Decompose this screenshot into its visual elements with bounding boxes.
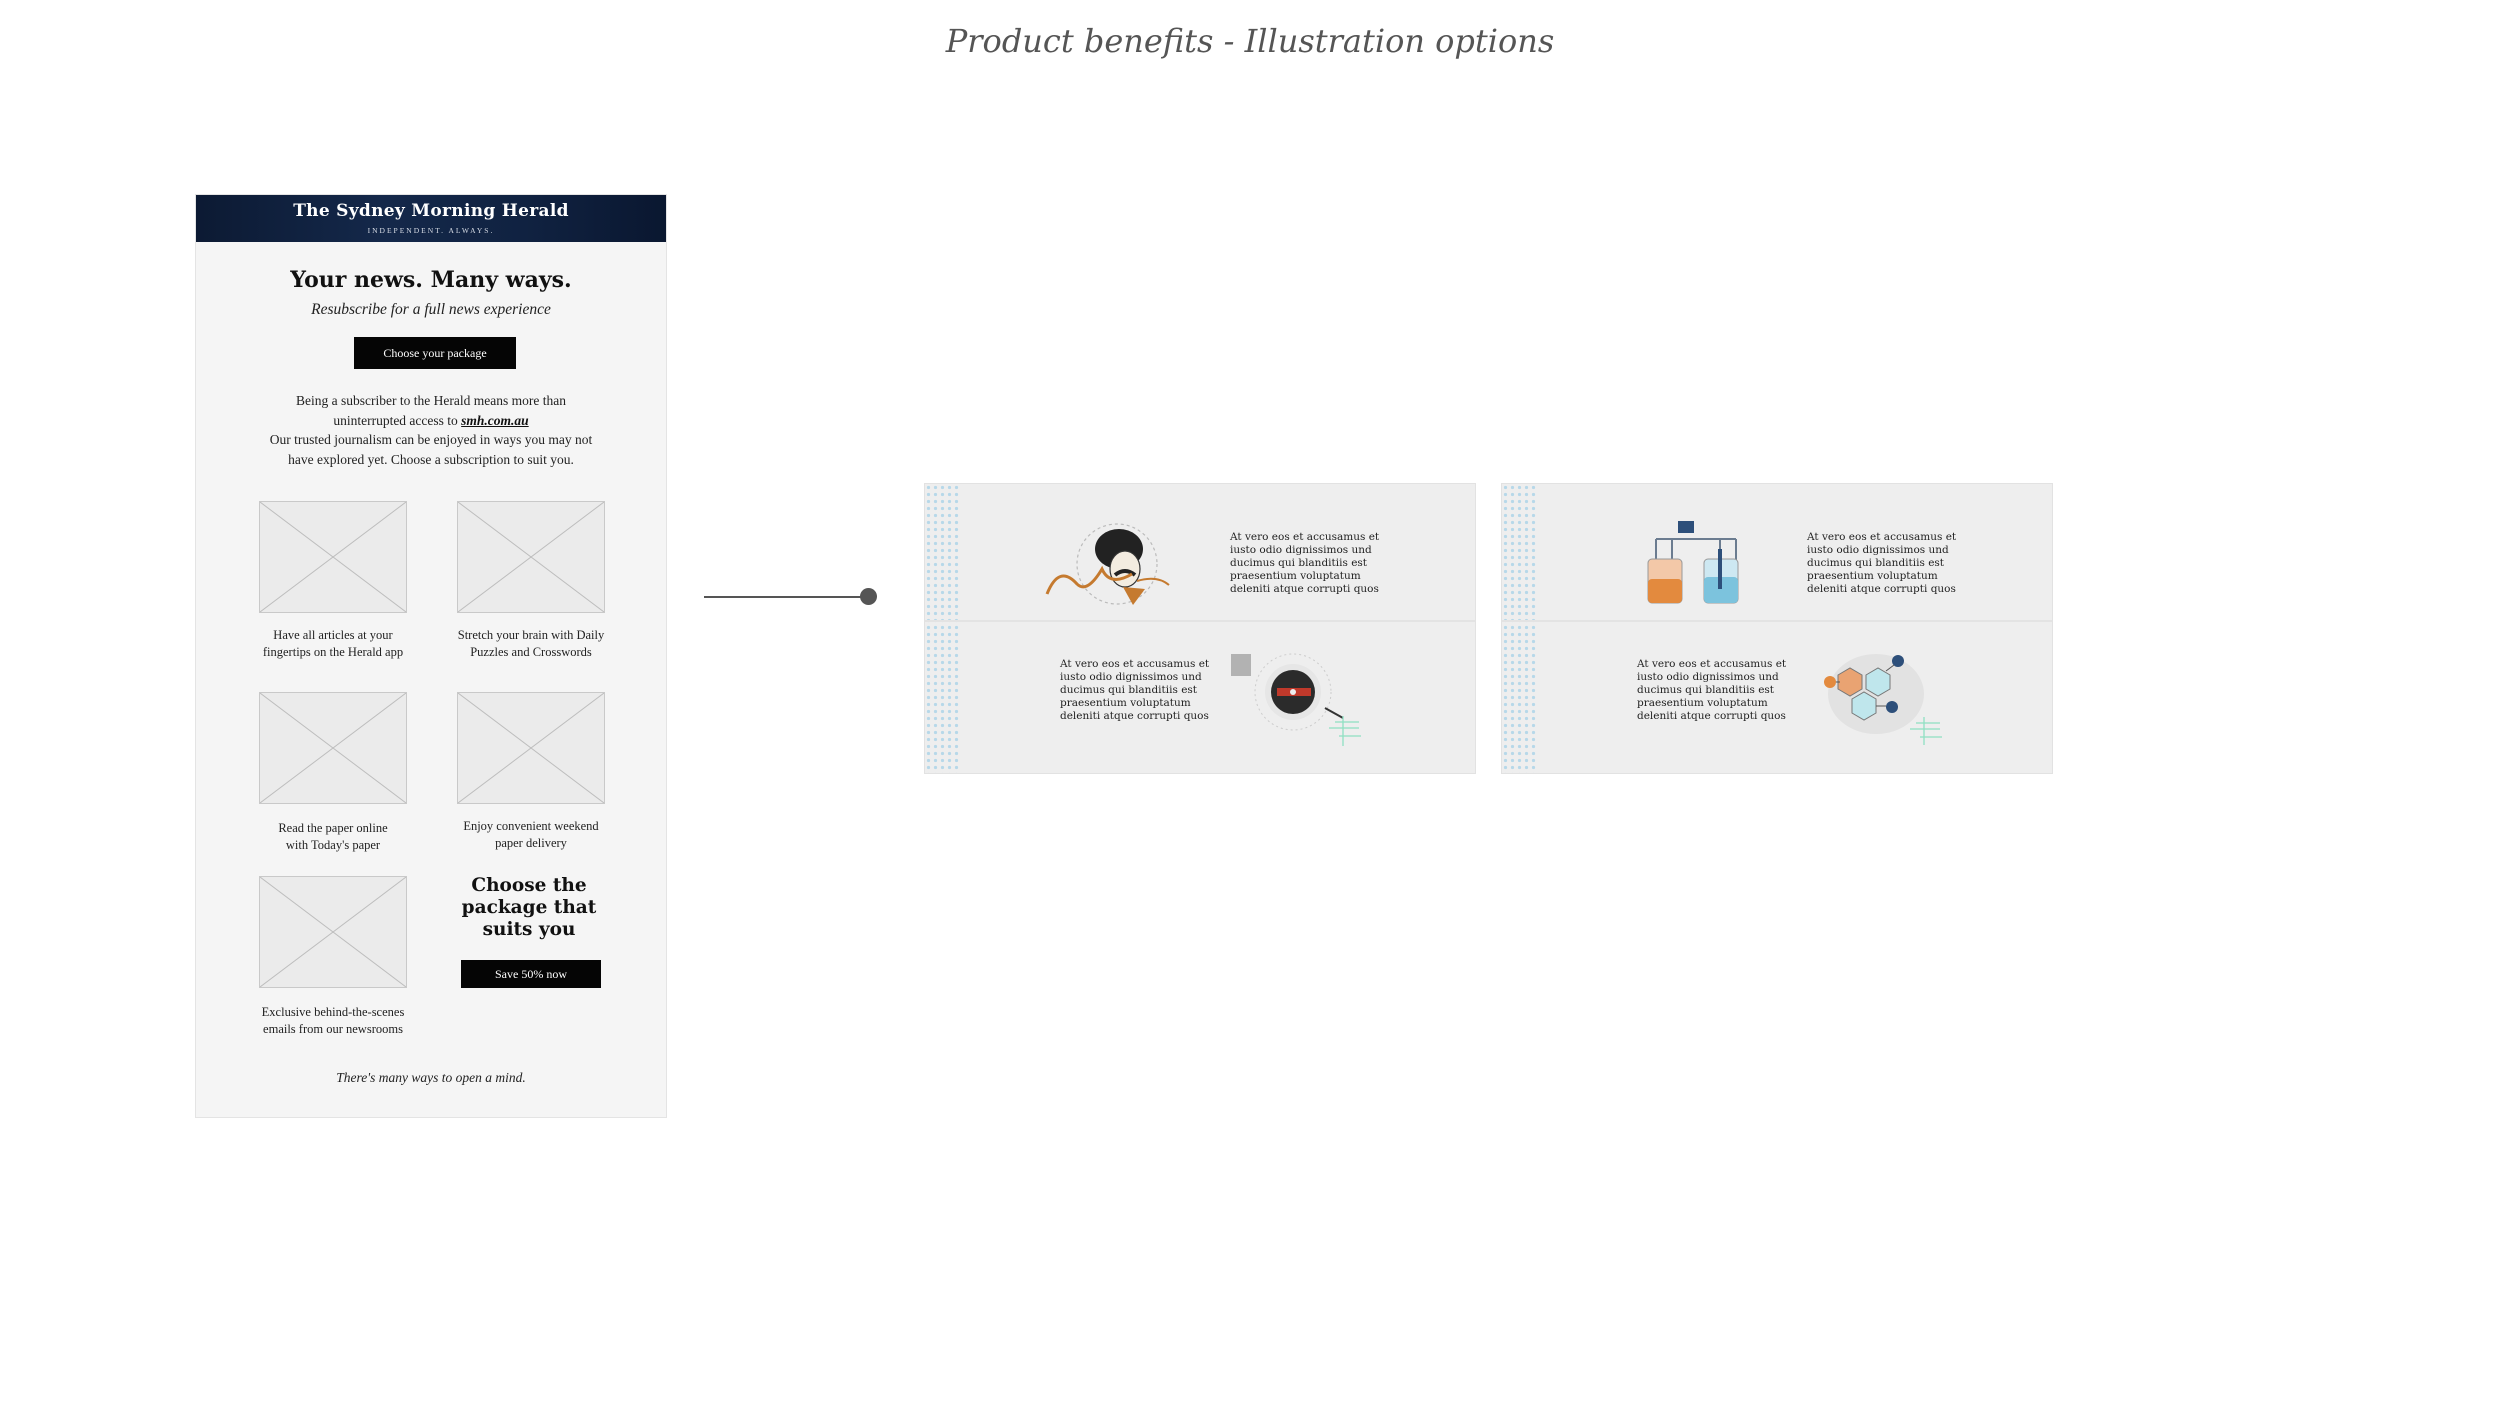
portrait-signature-icon xyxy=(1045,523,1170,605)
benefit-caption-line: with Today's paper xyxy=(285,838,381,852)
copy-line: iusto odio dignissimos und xyxy=(1230,544,1372,556)
copy-line: At vero eos et accusamus et xyxy=(1807,531,1957,543)
masthead-tagline: INDEPENDENT. ALWAYS. xyxy=(367,226,495,235)
copy-line: praesentium voluptatum xyxy=(1637,697,1768,709)
record-player-icon xyxy=(1231,653,1361,746)
benefit-caption-line: paper delivery xyxy=(495,836,567,850)
cta-heading-line: Choose the xyxy=(471,875,587,896)
benefit-caption-line: Read the paper online xyxy=(278,821,388,835)
benefit-caption-line: Puzzles and Crosswords xyxy=(470,645,592,659)
copy-line: praesentium voluptatum xyxy=(1807,570,1938,582)
copy-line: praesentium voluptatum xyxy=(1230,570,1361,582)
copy-line: deleniti atque corrupti quos xyxy=(1807,583,1956,595)
copy-line: iusto odio dignissimos und xyxy=(1060,671,1202,683)
copy-line: iusto odio dignissimos und xyxy=(1807,544,1949,556)
panel-copy-bottom: At vero eos et accusamus et iusto odio d… xyxy=(1060,658,1210,723)
dot-texture xyxy=(1502,484,1536,773)
email-headline: Your news. Many ways. xyxy=(290,267,572,293)
email-footer-tagline: There's many ways to open a mind. xyxy=(336,1070,526,1085)
panel-divider xyxy=(925,620,1475,622)
image-placeholder xyxy=(457,692,605,804)
copy-line: ducimus qui blanditiis est xyxy=(1637,684,1775,696)
illustration-option-2: At vero eos et accusamus et iusto odio d… xyxy=(1501,483,2053,774)
copy-line: At vero eos et accusamus et xyxy=(1230,531,1380,543)
copy-line: ducimus qui blanditiis est xyxy=(1230,557,1368,569)
dot-texture xyxy=(925,484,959,773)
copy-line: deleniti atque corrupti quos xyxy=(1060,710,1209,722)
benefit-caption: Exclusive behind-the-scenes emails from … xyxy=(233,1004,433,1038)
copy-line: deleniti atque corrupti quos xyxy=(1230,583,1379,595)
copy-line: At vero eos et accusamus et xyxy=(1637,658,1787,670)
lab-beakers-icon xyxy=(1647,521,1739,604)
panel-copy-top: At vero eos et accusamus et iusto odio d… xyxy=(1807,531,1957,596)
copy-line: praesentium voluptatum xyxy=(1060,697,1191,709)
page-title: Product benefits - Illustration options xyxy=(945,22,1555,60)
intro-line-3: Our trusted journalism can be enjoyed in… xyxy=(269,432,593,447)
panel-copy-top: At vero eos et accusamus et iusto odio d… xyxy=(1230,531,1380,596)
copy-line: deleniti atque corrupti quos xyxy=(1637,710,1786,722)
masthead-logo: The Sydney Morning Herald xyxy=(293,201,569,221)
cta-heading: Choose the package that suits you xyxy=(449,875,609,941)
cta-heading-line: suits you xyxy=(482,919,576,940)
image-placeholder xyxy=(457,501,605,613)
choose-package-button[interactable]: Choose your package xyxy=(354,337,516,369)
image-placeholder xyxy=(259,876,407,988)
image-placeholder xyxy=(259,692,407,804)
benefit-caption: Have all articles at your fingertips on … xyxy=(233,627,433,661)
cta-heading-line: package that xyxy=(461,897,597,918)
intro-line-2: uninterrupted access to smh.com.au xyxy=(251,411,611,431)
intro-line-2-prefix: uninterrupted access to xyxy=(333,412,462,428)
benefit-caption-line: Have all articles at your xyxy=(273,628,393,642)
molecule-icon xyxy=(1824,654,1942,745)
save-50-button[interactable]: Save 50% now xyxy=(461,960,601,988)
panel-divider xyxy=(1502,620,2052,622)
benefit-caption: Stretch your brain with Daily Puzzles an… xyxy=(431,627,631,661)
copy-line: At vero eos et accusamus et xyxy=(1060,658,1210,670)
panel-copy-bottom: At vero eos et accusamus et iusto odio d… xyxy=(1637,658,1787,723)
connector-dot xyxy=(860,588,877,605)
benefit-caption: Read the paper online with Today's paper xyxy=(233,820,433,854)
illustration-option-1: At vero eos et accusamus et iusto odio d… xyxy=(924,483,1476,774)
connector-line xyxy=(704,596,864,598)
benefit-caption-line: Stretch your brain with Daily xyxy=(457,628,605,642)
intro-line-4: have explored yet. Choose a subscription… xyxy=(288,451,574,467)
benefit-caption-line: emails from our newsrooms xyxy=(263,1022,403,1036)
copy-line: ducimus qui blanditiis est xyxy=(1060,684,1198,696)
copy-line: ducimus qui blanditiis est xyxy=(1807,557,1945,569)
intro-line-1: Being a subscriber to the Herald means m… xyxy=(296,393,566,408)
email-mockup: The Sydney Morning Herald INDEPENDENT. A… xyxy=(195,194,667,1118)
smh-link[interactable]: smh.com.au xyxy=(461,412,529,428)
benefit-caption-line: Enjoy convenient weekend xyxy=(463,819,599,833)
masthead: The Sydney Morning Herald INDEPENDENT. A… xyxy=(196,195,666,242)
intro-text: Being a subscriber to the Herald means m… xyxy=(251,391,611,469)
image-placeholder xyxy=(259,501,407,613)
benefit-caption: Enjoy convenient weekend paper delivery xyxy=(431,818,631,852)
benefit-caption-line: fingertips on the Herald app xyxy=(262,645,404,659)
benefit-caption-line: Exclusive behind-the-scenes xyxy=(261,1005,405,1019)
copy-line: iusto odio dignissimos und xyxy=(1637,671,1779,683)
email-subhead: Resubscribe for a full news experience xyxy=(311,301,551,318)
